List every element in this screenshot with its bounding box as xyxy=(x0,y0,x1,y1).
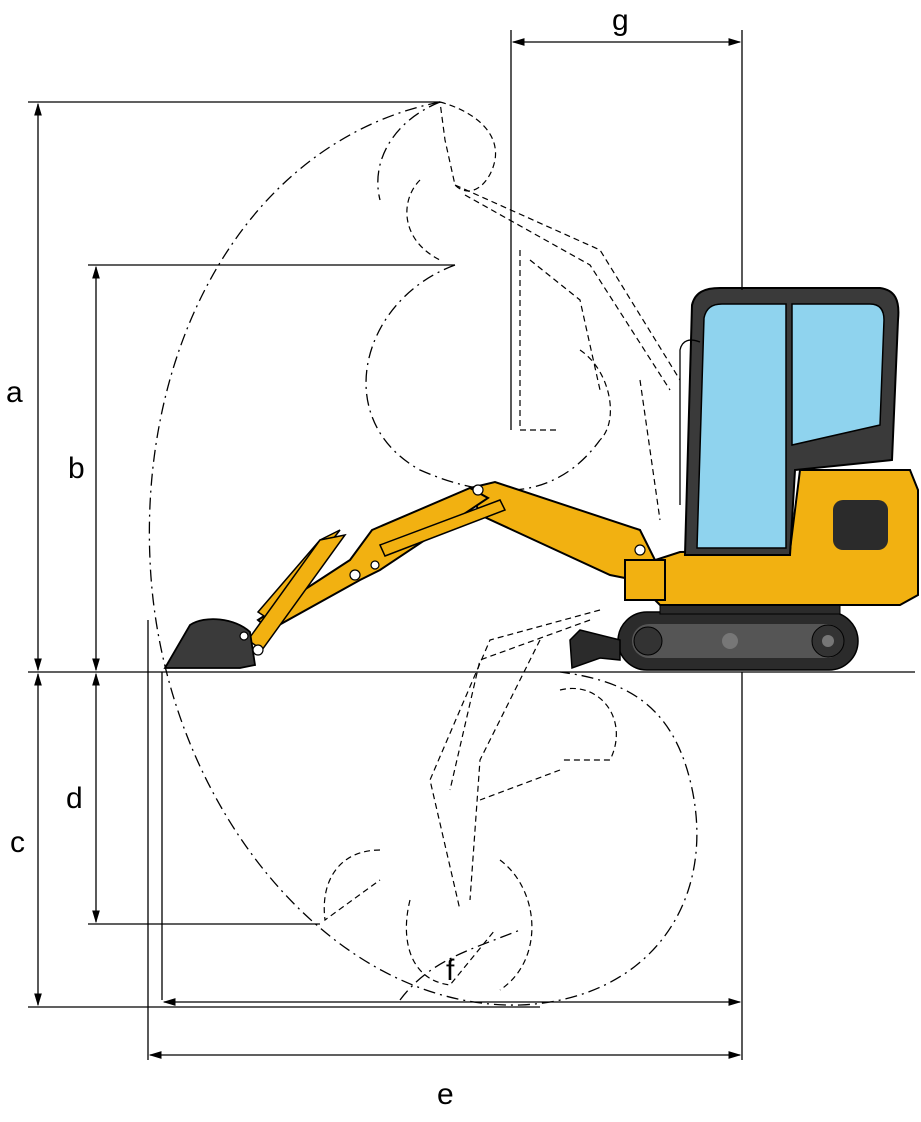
swing-bracket xyxy=(624,559,666,601)
cab-glass-front xyxy=(696,303,787,549)
label-f: f xyxy=(446,954,455,987)
crawler-track xyxy=(617,611,859,671)
label-a: a xyxy=(6,376,23,409)
working-range-envelope xyxy=(148,101,698,1006)
dimension-c xyxy=(28,672,540,1008)
label-b: b xyxy=(68,452,85,485)
label-d: d xyxy=(66,782,83,815)
label-e: e xyxy=(437,1078,454,1111)
dimension-d xyxy=(88,672,320,925)
boom-cylinder xyxy=(378,499,507,557)
label-c: c xyxy=(10,826,25,859)
engine-grille xyxy=(833,500,888,550)
bucket xyxy=(163,618,257,669)
dozer-blade xyxy=(569,629,621,670)
dimension-a xyxy=(28,101,440,672)
excavator xyxy=(163,287,919,671)
ghost-arm-lower xyxy=(323,609,617,991)
dimension-b xyxy=(88,264,455,672)
label-g: g xyxy=(612,4,629,37)
cab-glass-side xyxy=(791,303,885,446)
ghost-arm-upper xyxy=(406,101,681,521)
